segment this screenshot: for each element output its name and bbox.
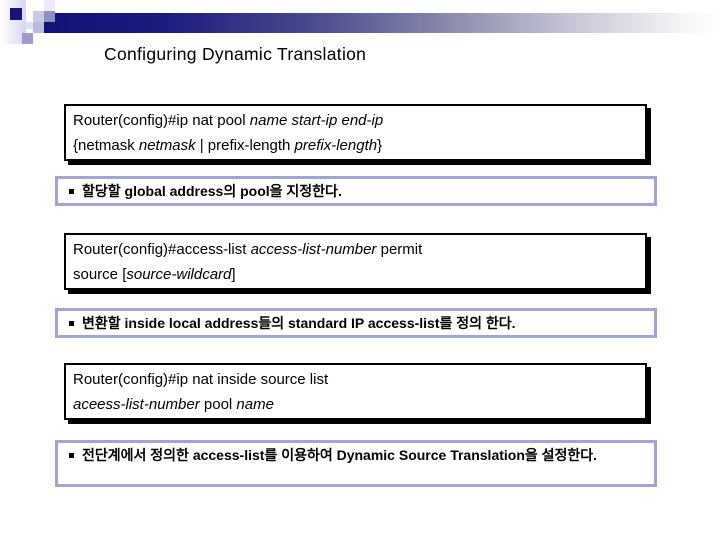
decoration-gradient-bar bbox=[44, 13, 720, 33]
bullet-square-icon bbox=[69, 453, 74, 458]
command-box-ip-nat-pool: Router(config)#ip nat pool name start-ip… bbox=[64, 104, 647, 161]
command-box-access-list: Router(config)#access-list access-list-n… bbox=[64, 233, 647, 290]
bullet-square-icon bbox=[69, 189, 74, 194]
note-box-translation: 전단계에서 정의한 access-list를 이용하여 Dynamic Sour… bbox=[55, 440, 657, 487]
bullet-square-icon bbox=[69, 321, 74, 326]
decoration-square bbox=[44, 0, 55, 11]
command-box-ip-nat-inside-source: Router(config)#ip nat inside source list… bbox=[64, 363, 647, 420]
note-box-access-list: 변환할 inside local address들의 standard IP a… bbox=[55, 308, 657, 338]
decoration-square bbox=[33, 22, 44, 33]
decoration-vertical-strip bbox=[0, 0, 26, 44]
decoration-square bbox=[33, 11, 44, 22]
note-text: 전단계에서 정의한 access-list를 이용하여 Dynamic Sour… bbox=[82, 447, 598, 463]
decoration-square bbox=[44, 11, 55, 22]
note-text: 할당할 global address의 pool을 지정한다. bbox=[82, 183, 342, 199]
slide-title: Configuring Dynamic Translation bbox=[104, 44, 367, 64]
decoration-square bbox=[26, 22, 33, 29]
decoration-square bbox=[10, 8, 22, 20]
note-text: 변환할 inside local address들의 standard IP a… bbox=[82, 315, 516, 331]
decoration-square bbox=[22, 33, 33, 44]
note-box-pool: 할당할 global address의 pool을 지정한다. bbox=[55, 176, 657, 206]
decoration-square bbox=[55, 13, 66, 24]
